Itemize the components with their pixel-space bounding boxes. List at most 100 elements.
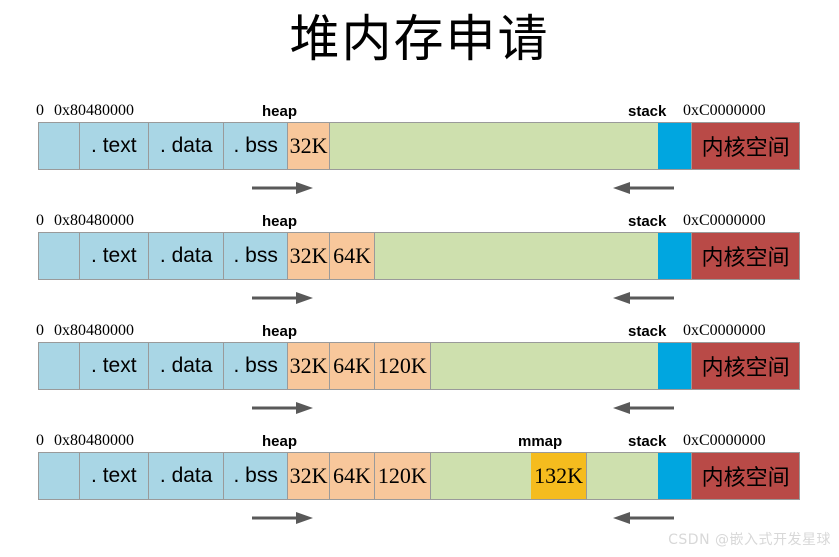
segment-label: 132K [534,463,584,488]
segment-heap-32k: 32K [288,453,331,499]
arrow-row [0,288,839,314]
segment-label: . data [159,134,213,157]
stack-grow-arrow-icon [612,400,674,416]
segment-free-space [330,123,658,169]
bar-label-row: 0 0x80480000 heap stack 0xC0000000 [0,210,839,230]
label-heap: heap [262,433,298,450]
segment-label: 64K [333,463,371,488]
segment-free-space [430,343,658,389]
arrow-row [0,508,839,534]
segment-stack [657,233,692,279]
segment-text-segment: . text [79,453,150,499]
segment-heap-64k: 64K [330,453,375,499]
bar-label-row: 0 0x80480000 heap stack 0xC0000000 [0,320,839,340]
label-zero: 0 [36,102,44,119]
segment-kernel-space: 内核空间 [691,233,799,279]
segment-bss-segment: . bss [224,453,289,499]
label-stack: stack [628,433,667,450]
segment-label: 内核空间 [701,136,790,161]
label-start-address: 0x80480000 [54,212,134,229]
segment-label: 120K [377,353,427,378]
segment-label: . bss [233,134,278,157]
heap-grow-arrow-icon [252,290,314,306]
segment-label: 32K [289,133,328,158]
segment-label: . text [91,134,137,157]
segment-free-space-high [586,453,658,499]
label-start-address: 0x80480000 [54,322,134,339]
memory-bar-3: 0 0x80480000 heap stack 0xC0000000 . text . da… [0,320,839,430]
heap-grow-arrow-icon [252,400,314,416]
label-zero: 0 [36,432,44,449]
segment-kernel-space: 内核空间 [691,123,800,169]
segment-text-segment: . text [79,343,150,389]
label-stack: stack [628,103,667,120]
segment-heap-120k: 120K [374,343,431,389]
label-stack: stack [628,213,667,230]
segment-label: 内核空间 [701,466,790,491]
segment-label: 内核空间 [701,246,790,271]
label-end-address: 0xC0000000 [683,212,766,229]
heap-grow-arrow-icon [252,180,314,196]
label-end-address: 0xC0000000 [683,322,766,339]
label-zero: 0 [36,212,44,229]
segment-stack [657,453,692,499]
arrow-row [0,398,839,424]
segment-label: 64K [333,243,371,268]
segment-bss-segment: . bss [224,233,289,279]
arrow-row [0,178,839,204]
segment-heap-32k: 32K [288,123,331,169]
stack-grow-arrow-icon [612,290,674,306]
segment-bss-segment: . bss [224,343,289,389]
segment-text-segment: . text [79,123,150,169]
segment-label: . data [159,464,213,487]
segment-padding [39,343,80,389]
segment-label: 120K [377,463,427,488]
segment-data-segment: . data [149,123,225,169]
label-heap: heap [262,213,298,230]
segment-label: 32K [289,353,328,378]
segment-stack [657,123,692,169]
segment-label: 内核空间 [701,356,790,381]
label-zero: 0 [36,322,44,339]
segment-heap-64k: 64K [330,233,375,279]
segment-padding [39,233,80,279]
segment-text-segment: . text [79,233,150,279]
segment-kernel-space: 内核空间 [691,453,799,499]
segment-data-segment: . data [149,453,225,499]
memory-bar: . text . data . bss 32K 内核空间 [38,122,800,170]
segment-mmap-132k: 132K [531,453,587,499]
segment-label: 32K [289,463,328,488]
segment-data-segment: . data [149,233,225,279]
segment-stack [657,343,692,389]
segment-label: . bss [233,464,278,487]
segment-heap-32k: 32K [288,233,331,279]
segment-heap-32k: 32K [288,343,331,389]
segment-label: . text [91,464,137,487]
segment-label: . text [91,354,137,377]
segment-label: . data [159,354,213,377]
label-end-address: 0xC0000000 [683,102,766,119]
segment-data-segment: . data [149,343,225,389]
label-start-address: 0x80480000 [54,102,134,119]
memory-bar-2: 0 0x80480000 heap stack 0xC0000000 . text. da… [0,210,839,320]
label-stack: stack [628,323,667,340]
segment-free-space-low [430,453,532,499]
segment-label: 32K [289,243,328,268]
watermark: CSDN @嵌入式开发星球 [668,532,831,548]
segment-bss-segment: . bss [224,123,289,169]
stack-grow-arrow-icon [612,510,674,526]
label-mmap: mmap [518,433,563,450]
segment-padding [39,123,80,169]
page-title: 堆内存申请 [289,10,550,68]
label-heap: heap [262,323,298,340]
segment-free-space [374,233,658,279]
stack-grow-arrow-icon [612,180,674,196]
segment-heap-120k: 120K [374,453,431,499]
